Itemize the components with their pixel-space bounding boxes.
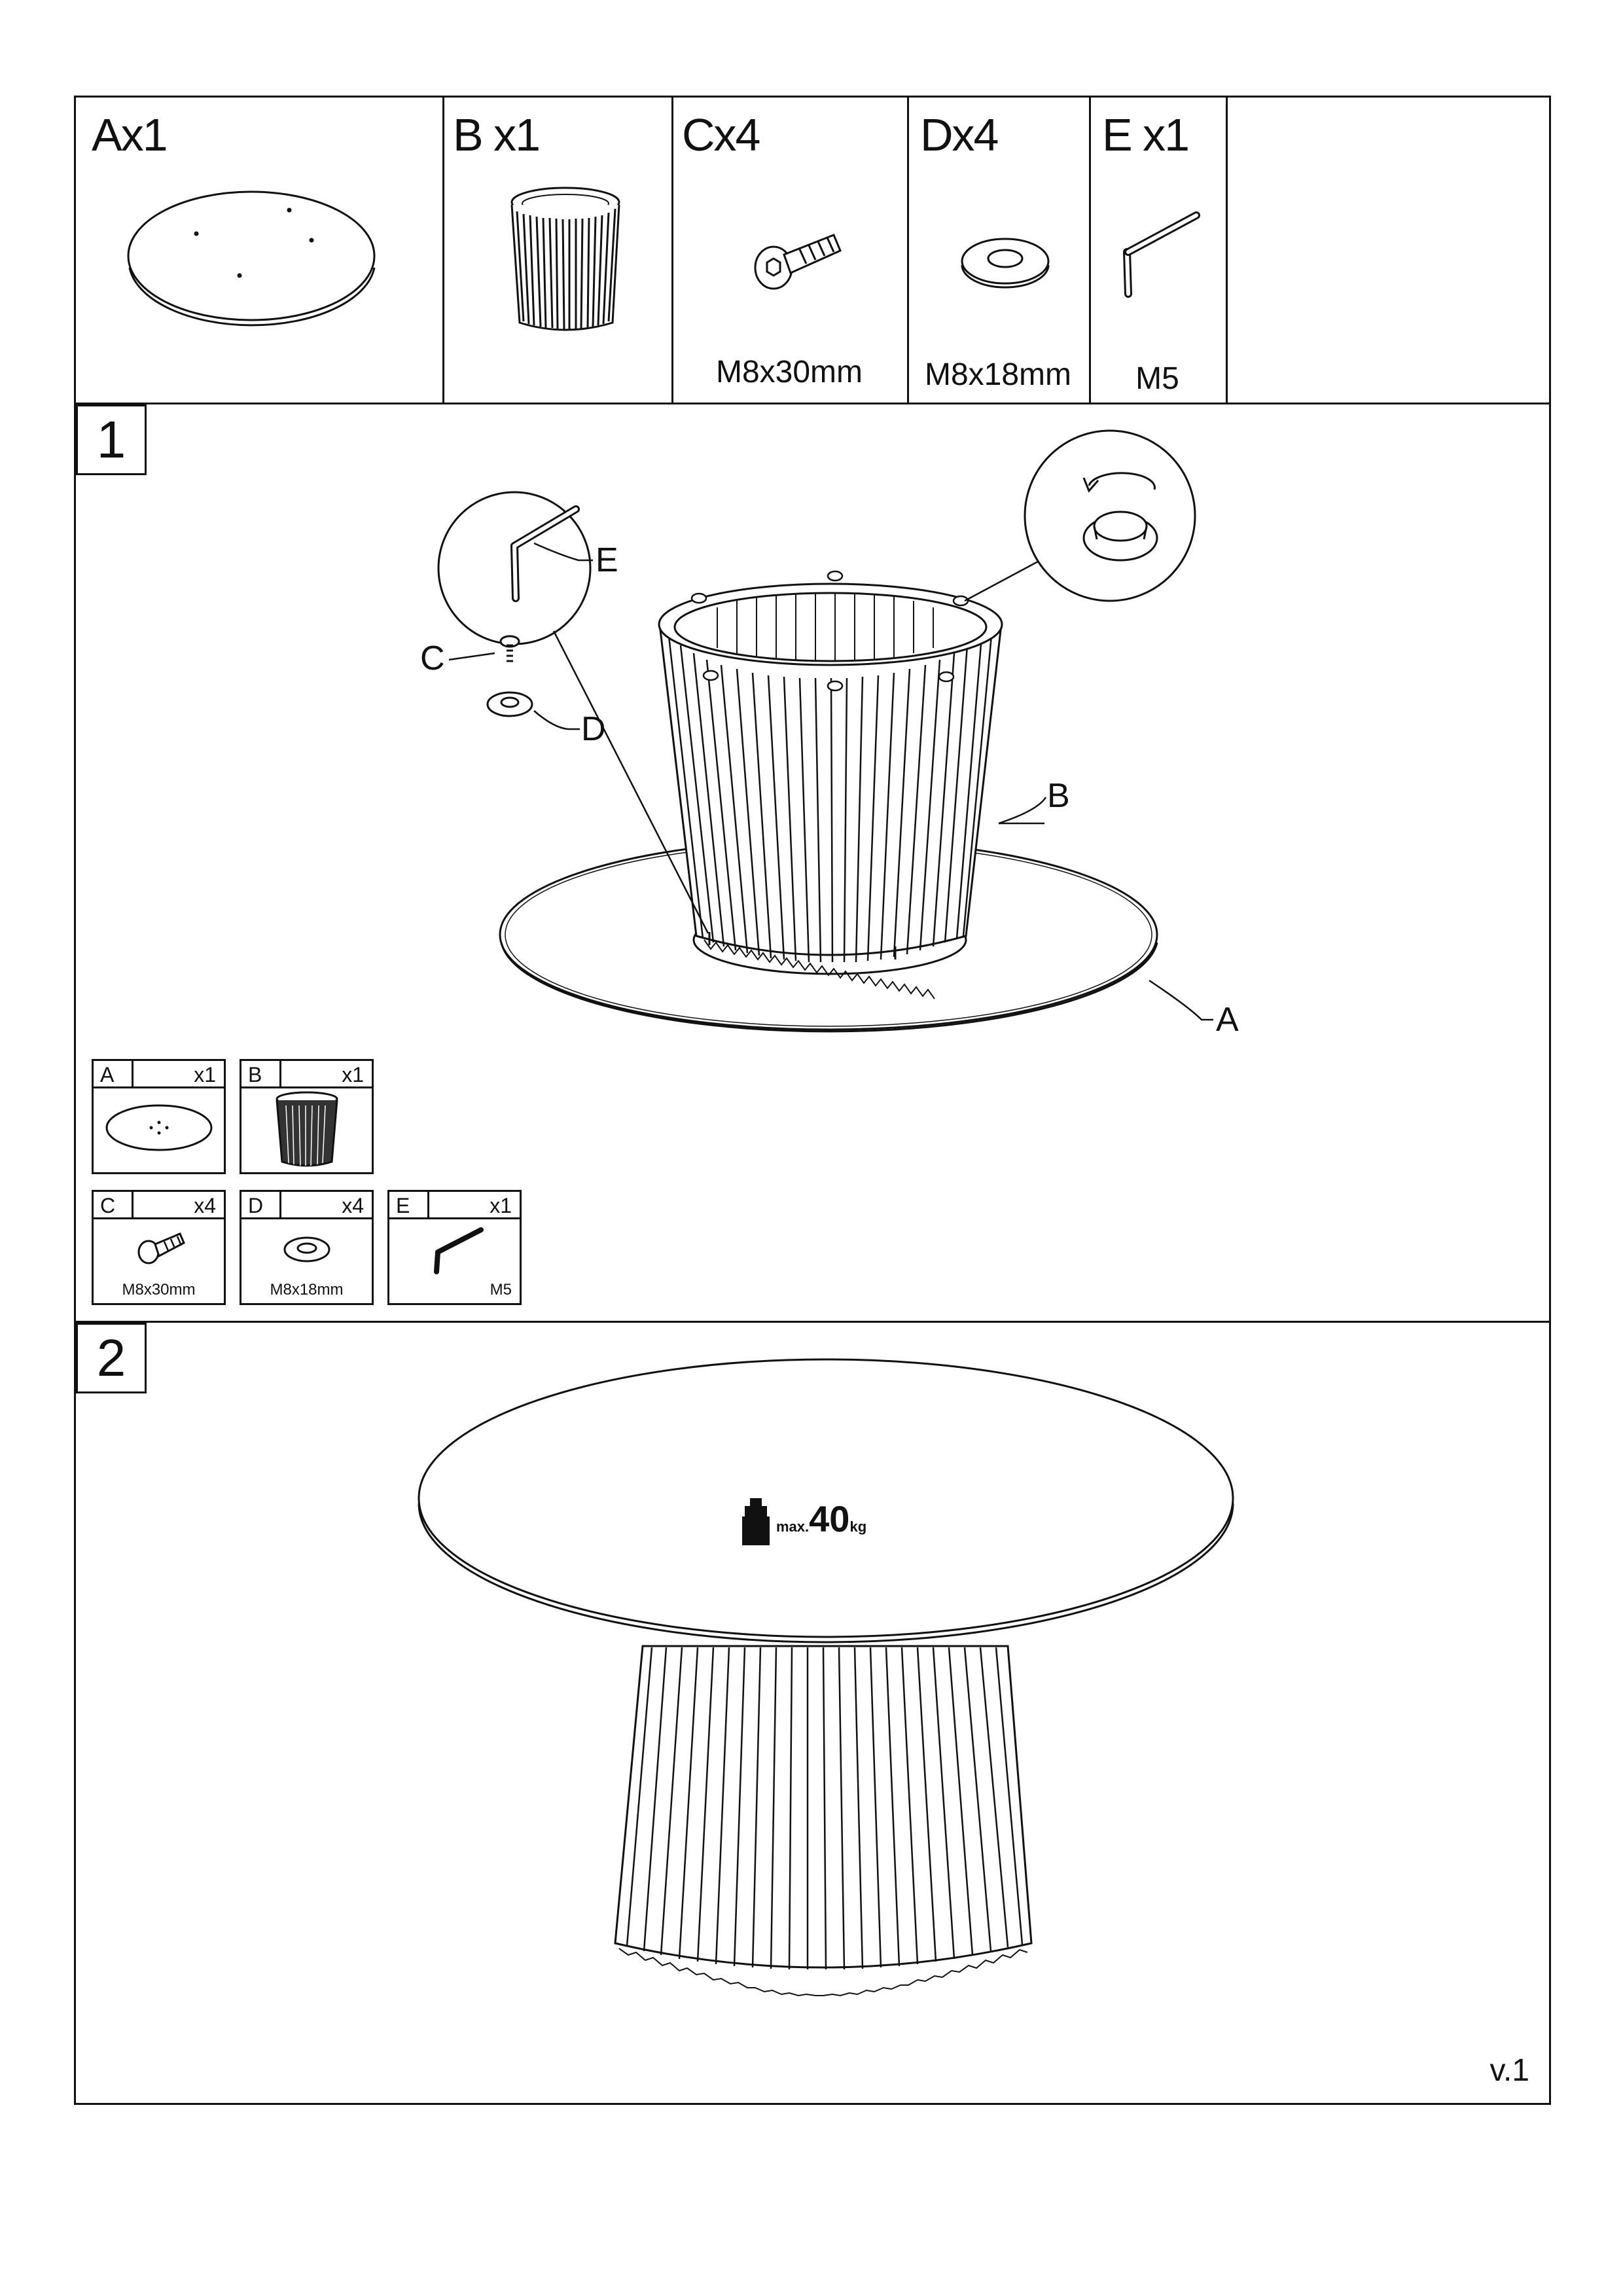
callout-a: A [1216, 1001, 1239, 1039]
part-c-label: Cx4 [682, 109, 760, 160]
part-e-spec: M5 [1135, 361, 1179, 396]
step-1-number: 1 [76, 404, 147, 475]
callout-e: E [596, 541, 618, 579]
max-load-prefix: max. [776, 1518, 810, 1535]
max-load-label: max.40kg [776, 1501, 866, 1537]
part-e-label: E x1 [1102, 109, 1190, 160]
step-1-illustration [437, 429, 1213, 1033]
pleated-base-icon [276, 1091, 338, 1167]
allen-key-icon [434, 1227, 484, 1274]
step-1-panel: 1 [76, 404, 1549, 1321]
washer-icon [283, 1236, 330, 1263]
step-2-panel: 2 [76, 1323, 1549, 2103]
max-load-unit: kg [849, 1518, 867, 1535]
allen-key-icon [1123, 211, 1200, 298]
callout-c: C [420, 639, 445, 677]
washer-icon [961, 238, 1050, 289]
round-tabletop-icon [105, 1104, 213, 1151]
parts-list: Ax1 B x1 Cx [76, 98, 1549, 403]
callout-d: D [581, 710, 606, 748]
round-tabletop-icon [127, 190, 376, 327]
rotate-arrow-icon [1082, 472, 1156, 493]
weight-icon [742, 1498, 770, 1545]
pleated-base-icon [510, 187, 620, 331]
part-b-label: B x1 [453, 109, 541, 160]
max-load-value: 40 [809, 1498, 850, 1539]
part-d-spec: M8x18mm [924, 357, 1072, 392]
part-d-label: Dx4 [920, 109, 999, 160]
instruction-sheet: Ax1 B x1 Cx [74, 96, 1551, 2105]
step-2-illustration [418, 1358, 1234, 1997]
part-c-spec: M8x30mm [715, 355, 863, 389]
hex-bolt-icon [754, 234, 842, 290]
hex-bolt-icon [137, 1232, 185, 1265]
callout-b: B [1047, 777, 1070, 815]
version-label: v.1 [1489, 2053, 1529, 2088]
part-a-label: Ax1 [92, 109, 168, 160]
step-2-number: 2 [76, 1323, 147, 1393]
